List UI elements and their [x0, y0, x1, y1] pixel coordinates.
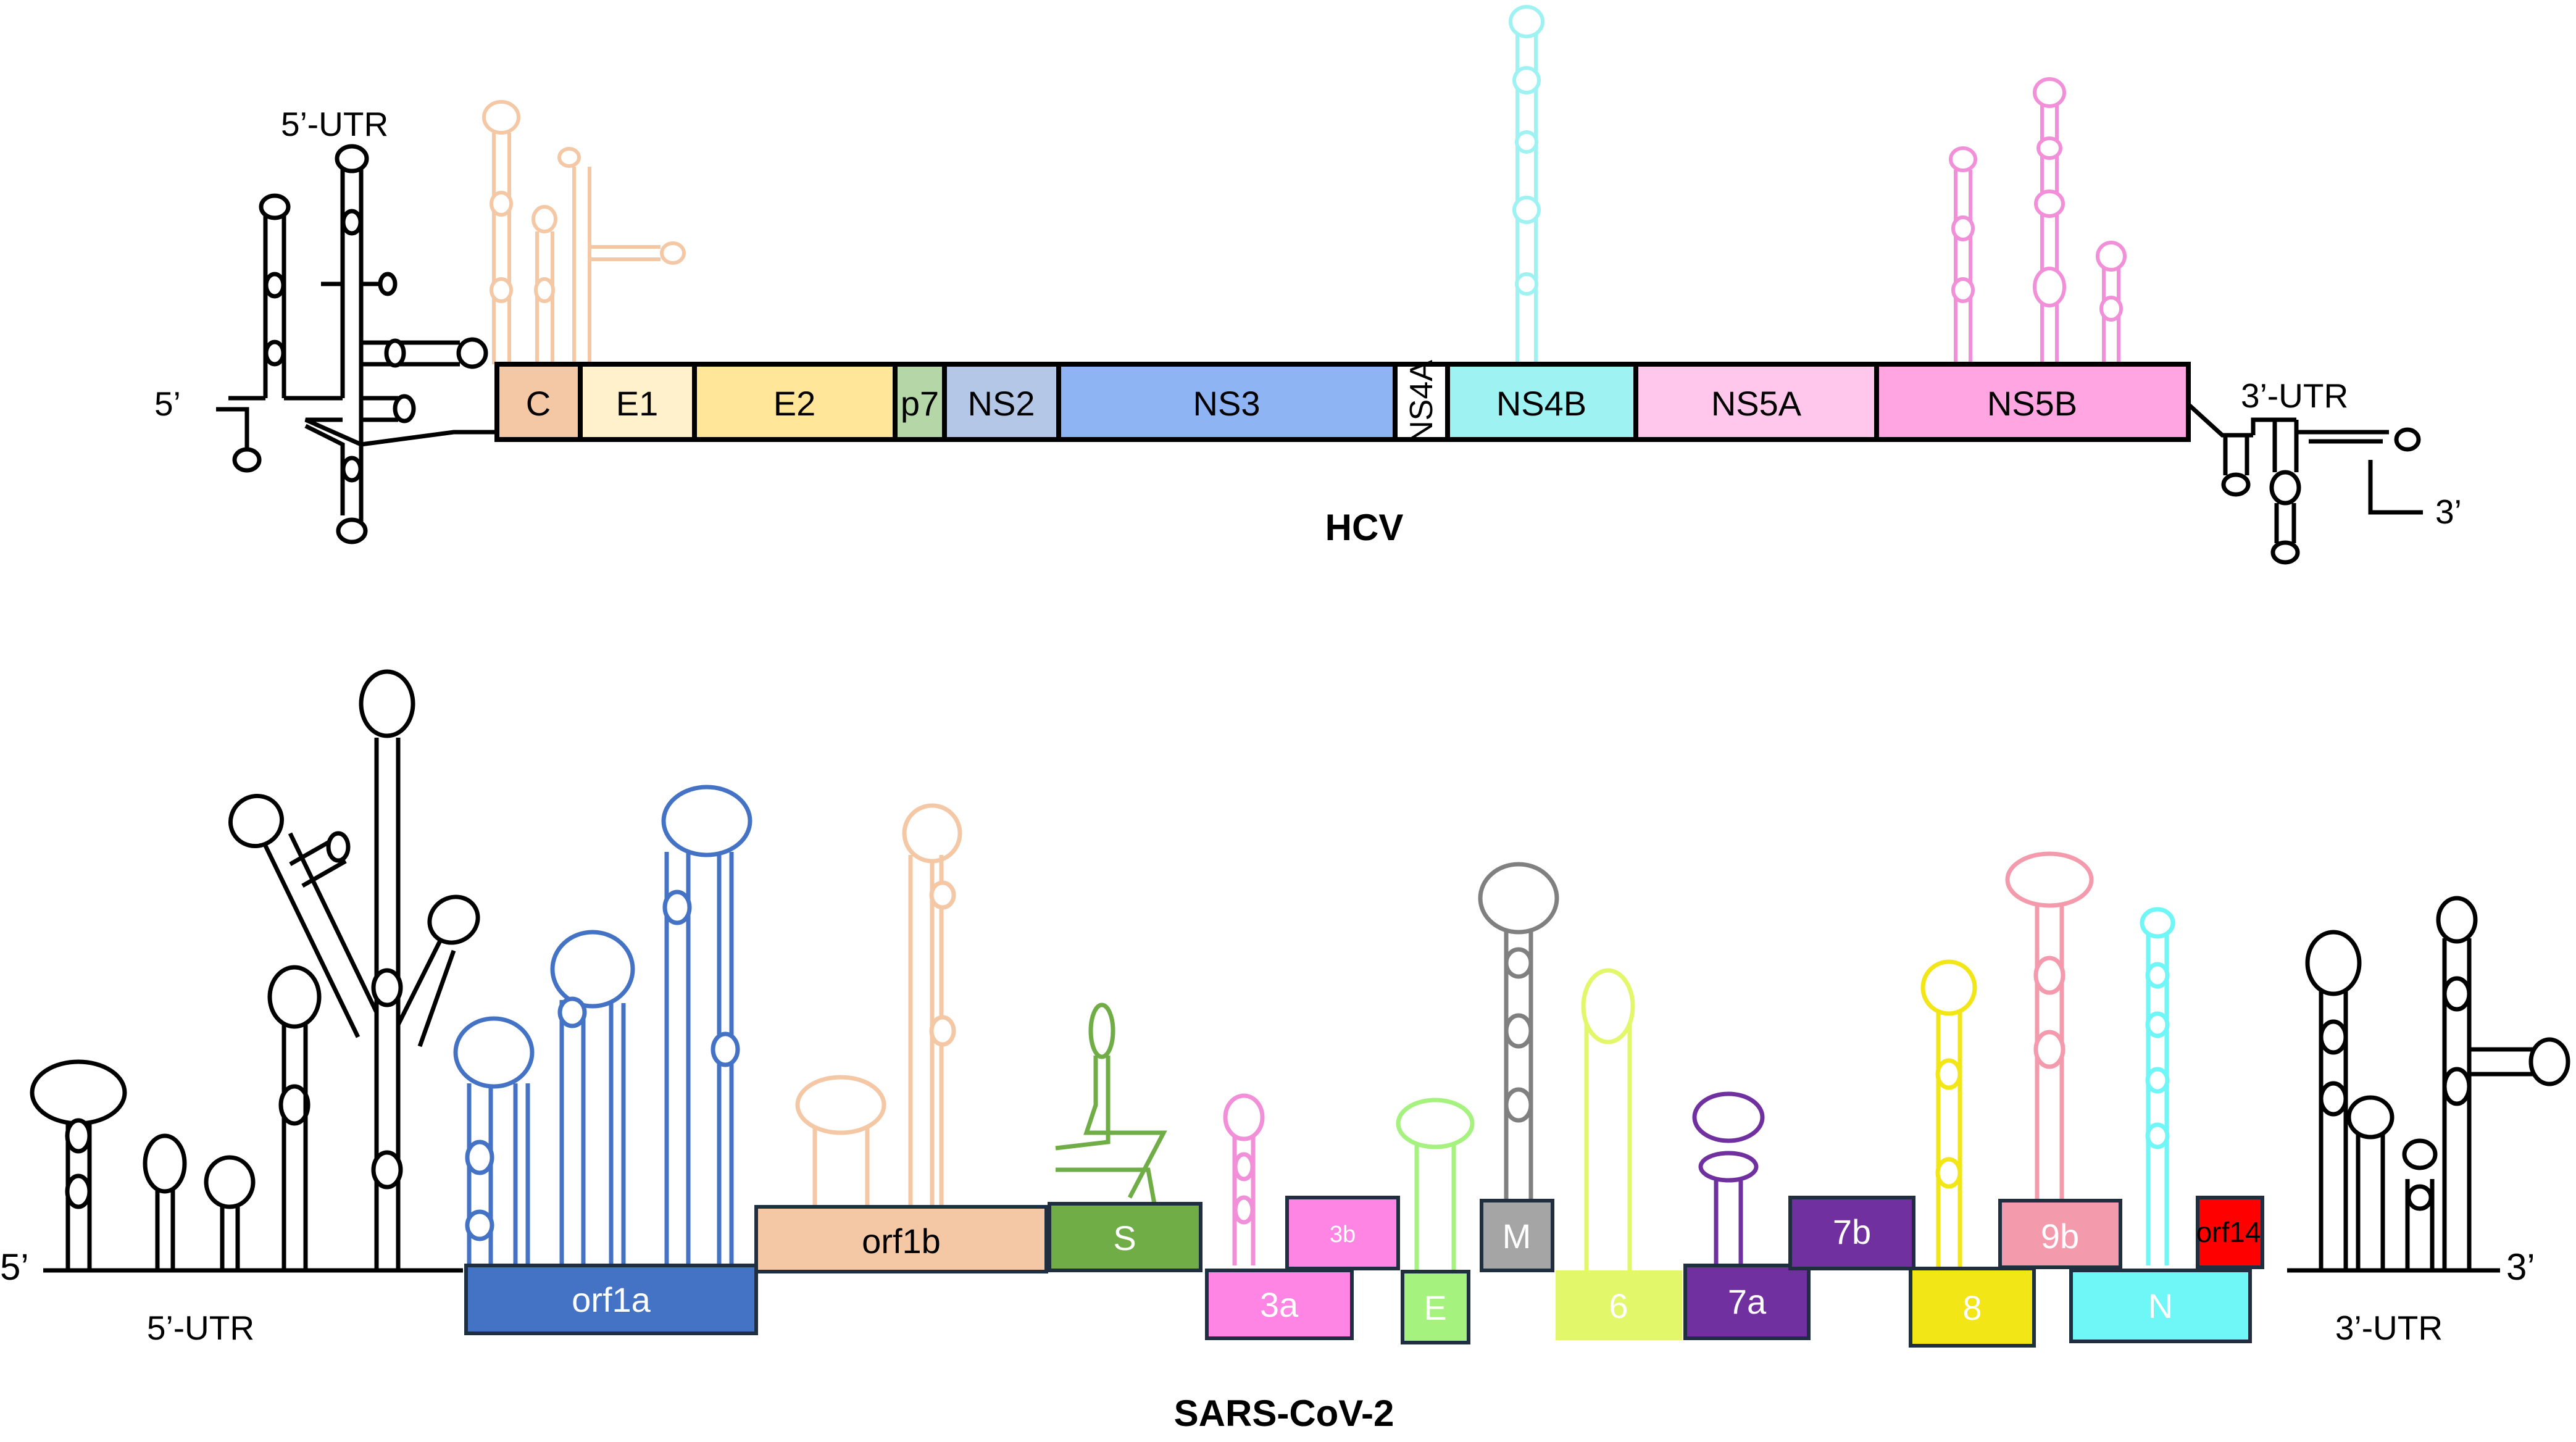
sars-gene-orf14: orf14	[2196, 1196, 2264, 1269]
hcv-gene-ns4b: NS4B	[1445, 362, 1638, 442]
hcv-gene-e1: E1	[578, 362, 697, 442]
sars-gene-orf1b: orf1b	[754, 1205, 1048, 1273]
sars-gene-n-label: N	[2148, 1286, 2173, 1325]
sars-gene-orf14-label: orf14	[2196, 1216, 2261, 1248]
hcv-gene-ns5b-label: NS5B	[1987, 384, 2077, 423]
sars-gene-9b-label: 9b	[2041, 1217, 2079, 1256]
sars-gene-7b: 7b	[1788, 1196, 1915, 1270]
hcv-gene-e2: E2	[692, 362, 898, 442]
sars-5utr-label: 5’-UTR	[147, 1309, 254, 1347]
sars-gene-9b: 9b	[1998, 1199, 2122, 1269]
sars-orf1b-stem-loops	[795, 803, 962, 1207]
sars-gene-m-label: M	[1503, 1217, 1532, 1256]
sars-gene-3a-label: 3a	[1260, 1285, 1299, 1324]
sars-gene-7b-label: 7b	[1833, 1212, 1871, 1251]
hcv-gene-e2-label: E2	[773, 384, 816, 423]
sars-three-prime-label: 3’	[2506, 1246, 2535, 1288]
sars-orfs: orf1a orf1b S 3b 3a E	[464, 1196, 2264, 1348]
sars-gene-e: E	[1401, 1270, 1470, 1344]
sars-gene-m: M	[1480, 1199, 1554, 1272]
hcv-core-stem-loops	[482, 100, 686, 364]
sars-gene-8-label: 8	[1962, 1288, 1982, 1327]
hcv-three-prime-label: 3’	[2435, 493, 2462, 531]
sars-gene-8: 8	[1909, 1267, 2036, 1348]
sars-6-stem-loop	[1581, 968, 1635, 1272]
sars-gene-3b: 3b	[1285, 1196, 1400, 1270]
hcv-5utr-structure	[216, 144, 497, 544]
sars-orf1a-stem-loops	[453, 785, 752, 1265]
hcv-gene-ns2-label: NS2	[968, 384, 1035, 423]
sars-gene-orf1a: orf1a	[464, 1264, 758, 1335]
sars-8-stem-loop	[1920, 959, 1977, 1272]
hcv-gene-ns4a-label: NS4A	[1404, 360, 1440, 444]
sars-3utr-label: 3’-UTR	[2335, 1309, 2443, 1347]
hcv-gene-ns4b-label: NS4B	[1496, 384, 1586, 423]
sars-gene-6-label: 6	[1609, 1286, 1628, 1325]
sars-m-stem-loop	[1478, 862, 1559, 1204]
sars-gene-7a-label: 7a	[1728, 1282, 1767, 1321]
hcv-ns4b-stem-loop	[1509, 5, 1544, 364]
hcv-genome: 5’ 5’-UTR	[154, 5, 2462, 565]
hcv-gene-ns2: NS2	[942, 362, 1061, 442]
sars-s-stem-loop	[1055, 1002, 1167, 1204]
sars-e-stem-loop	[1396, 1098, 1475, 1272]
hcv-ns5b-stem-loops	[1949, 77, 2127, 364]
hcv-five-prime-label: 5’	[154, 385, 181, 423]
sars-5utr-structure	[30, 669, 480, 1270]
sars-gene-e-label: E	[1423, 1288, 1446, 1327]
sars-n-stem-loop	[2140, 907, 2175, 1265]
hcv-gene-ns5b: NS5B	[1874, 362, 2191, 442]
hcv-gene-ns3-label: NS3	[1193, 384, 1261, 423]
sars-gene-3b-label: 3b	[1330, 1222, 1356, 1248]
sars-genome: 5’ 3’ 5’-UTR	[0, 669, 2570, 1434]
sars-five-prime-label: 5’	[0, 1246, 29, 1288]
hcv-3utr-label: 3’-UTR	[2241, 377, 2348, 415]
sars-title: SARS-CoV-2	[1174, 1393, 1394, 1434]
sars-7a-stem-loop	[1692, 1091, 1765, 1265]
sars-gene-s-label: S	[1113, 1219, 1136, 1257]
sars-gene-orf1b-label: orf1b	[862, 1222, 941, 1261]
hcv-gene-ns5a-label: NS5A	[1711, 384, 1802, 423]
hcv-gene-c: C	[494, 362, 583, 442]
hcv-gene-e1-label: E1	[616, 384, 659, 423]
hcv-gene-ns5a: NS5A	[1633, 362, 1879, 442]
hcv-3utr-structure	[2186, 402, 2423, 565]
hcv-gene-ns3: NS3	[1056, 362, 1398, 442]
hcv-gene-p7-label: p7	[901, 384, 939, 423]
sars-gene-orf1a-label: orf1a	[572, 1280, 651, 1319]
hcv-5utr-label: 5’-UTR	[281, 105, 388, 143]
sars-gene-n: N	[2069, 1269, 2252, 1343]
sars-gene-3a: 3a	[1205, 1269, 1354, 1340]
sars-3a-stem-loop	[1223, 1093, 1265, 1265]
sars-gene-7a: 7a	[1683, 1264, 1811, 1340]
sars-gene-6: 6	[1556, 1270, 1682, 1340]
hcv-gene-ns4a: NS4A	[1393, 360, 1450, 444]
hcv-orf: C E1 E2 p7 NS2 NS3	[494, 360, 2191, 444]
hcv-gene-c-label: C	[526, 384, 551, 423]
hcv-title: HCV	[1325, 507, 1404, 548]
sars-9b-stem-loop	[2005, 851, 2094, 1204]
sars-3utr-structure	[2287, 896, 2570, 1273]
sars-gene-s: S	[1048, 1202, 1203, 1272]
hcv-gene-p7: p7	[893, 362, 947, 442]
